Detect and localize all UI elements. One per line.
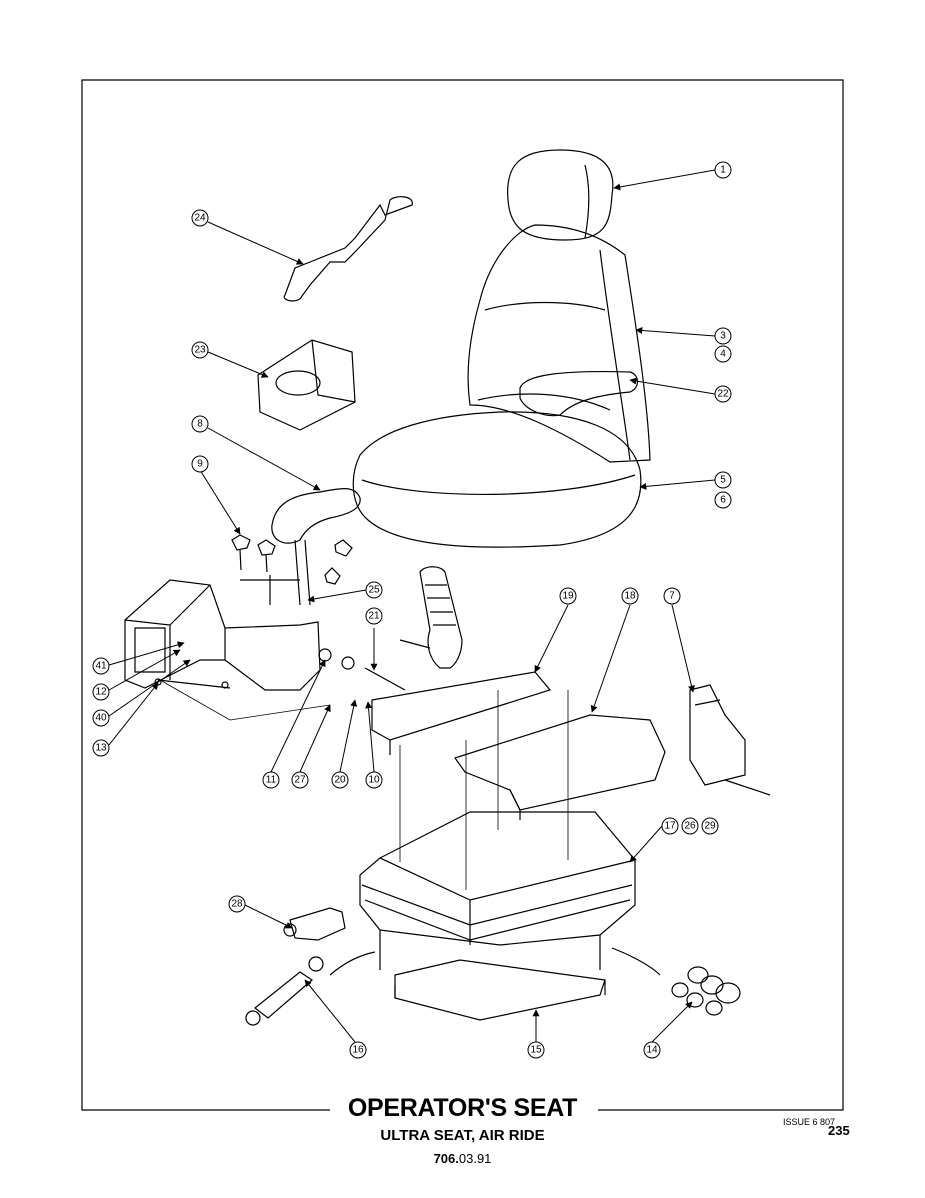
callout-18 — [621, 587, 639, 605]
callout-label: 6 — [720, 495, 726, 506]
page-number: 235 — [828, 1123, 850, 1138]
callout-17 — [661, 817, 679, 835]
callout-label: 15 — [530, 1045, 542, 1056]
callout-19 — [559, 587, 577, 605]
armrest-cover — [257, 339, 356, 431]
suspension-base — [359, 811, 636, 946]
callout-label: 19 — [562, 591, 574, 602]
bushing — [687, 966, 709, 984]
callout-label: 11 — [266, 775, 277, 786]
callout-16 — [349, 1041, 367, 1059]
callout-label: 10 — [368, 775, 380, 786]
reference-section: 706. — [433, 1151, 459, 1166]
callout-label: 24 — [194, 213, 206, 224]
callout-label: 41 — [95, 661, 107, 672]
callout-5 — [714, 471, 732, 489]
reference-number: 706.03.91 — [0, 1151, 925, 1166]
callout-24 — [191, 209, 209, 227]
callout-label: 25 — [368, 585, 380, 596]
headrest — [507, 149, 614, 241]
callout-22 — [714, 385, 732, 403]
callout-7 — [663, 587, 681, 605]
slide-plate-lower — [454, 714, 666, 811]
callout-label: 14 — [646, 1045, 658, 1056]
callout-3 — [714, 327, 732, 345]
reference-date: 03.91 — [458, 1151, 492, 1166]
callout-14 — [643, 1041, 661, 1059]
callout-label: 13 — [95, 743, 107, 754]
callout-20 — [331, 771, 349, 789]
callout-40 — [92, 709, 110, 727]
valve — [289, 907, 346, 941]
callout-label: 18 — [624, 591, 636, 602]
adjust-lever — [419, 566, 463, 669]
callout-8 — [191, 415, 209, 433]
callout-label: 5 — [720, 475, 726, 486]
backrest — [467, 224, 651, 463]
page-border — [81, 79, 844, 1111]
callout-4 — [714, 345, 732, 363]
callout-1 — [714, 161, 732, 179]
callout-label: 40 — [95, 713, 107, 724]
callout-label: 27 — [294, 775, 306, 786]
callout-label: 7 — [669, 591, 675, 602]
callout-label: 23 — [194, 345, 206, 356]
armrest-bracket — [124, 579, 321, 691]
callout-9 — [191, 455, 209, 473]
callout-29 — [701, 817, 719, 835]
issue-label: ISSUE 6 807 — [783, 1117, 836, 1127]
callout-21 — [365, 607, 383, 625]
callout-label: 12 — [95, 687, 107, 698]
knob — [231, 534, 251, 571]
callout-label: 4 — [720, 349, 726, 360]
callout-28 — [228, 895, 246, 913]
callout-label: 21 — [368, 611, 380, 622]
callout-label: 8 — [197, 419, 203, 430]
base-frame — [394, 959, 606, 1021]
callout-6 — [714, 491, 732, 509]
callout-label: 29 — [704, 821, 716, 832]
callout-23 — [191, 341, 209, 359]
callout-12 — [92, 683, 110, 701]
callout-10 — [365, 771, 383, 789]
callout-label: 17 — [664, 821, 676, 832]
armrest-right — [519, 371, 639, 417]
shock-absorber — [254, 971, 313, 1019]
slide-plate-upper — [371, 671, 552, 741]
callout-11 — [262, 771, 280, 789]
seat-belt-buckle — [689, 684, 746, 786]
callout-label: 28 — [231, 899, 243, 910]
callout-label: 20 — [334, 775, 346, 786]
callout-label: 1 — [720, 165, 726, 176]
callout-label: 3 — [720, 331, 726, 342]
callout-15 — [527, 1041, 545, 1059]
callout-label: 16 — [352, 1045, 364, 1056]
page-title: OPERATOR'S SEAT — [347, 1094, 578, 1122]
callout-label: 26 — [684, 821, 696, 832]
seat-belt — [283, 196, 413, 302]
callout-13 — [92, 739, 110, 757]
callout-41 — [92, 657, 110, 675]
armrest-left — [271, 488, 361, 544]
callout-label: 22 — [717, 389, 729, 400]
callout-label: 9 — [197, 459, 203, 470]
seat-cushion — [352, 411, 642, 548]
callout-26 — [681, 817, 699, 835]
callout-27 — [291, 771, 309, 789]
page-subtitle: ULTRA SEAT, AIR RIDE — [380, 1127, 545, 1144]
callout-25 — [365, 581, 383, 599]
